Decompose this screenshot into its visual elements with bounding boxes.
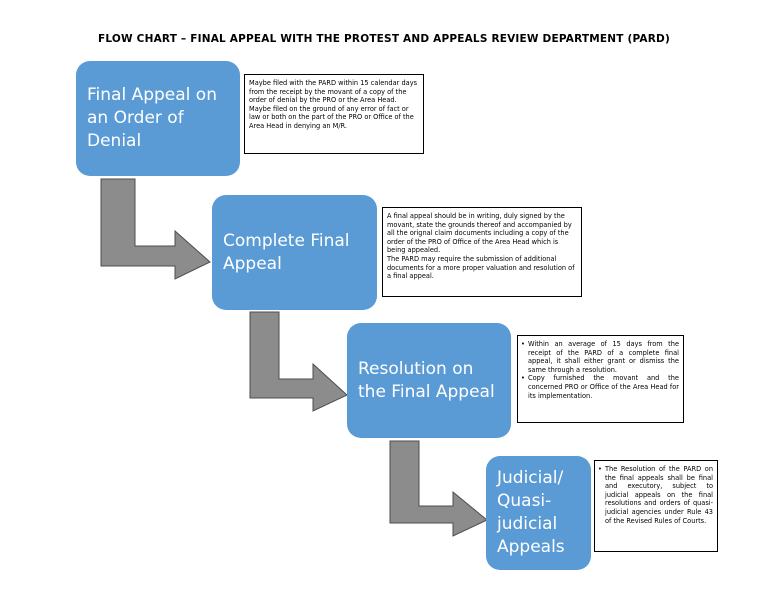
step-label-line: Complete Final	[223, 230, 350, 251]
step-box-judicial-appeals: Judicial/ Quasi- judicial Appeals	[486, 456, 591, 570]
step-label-line: Resolution on	[358, 358, 474, 379]
step-label-line: judicial	[497, 514, 558, 534]
step-label-line: Quasi-	[497, 491, 552, 511]
note-paragraph: The PARD may require the submission of a…	[387, 254, 575, 281]
step-box-resolution: Resolution on the Final Appeal	[347, 323, 511, 438]
step-label-line: the Final Appeal	[358, 381, 495, 402]
note-judicial-appeals: The Resolution of the PARD on the final …	[594, 460, 718, 552]
bent-arrow-3	[389, 440, 488, 537]
step-label-line: Judicial/	[497, 468, 564, 488]
bent-arrow-2	[249, 311, 348, 412]
note-bullet: Copy furnished the movant and the concer…	[521, 374, 679, 400]
step-box-complete-final-appeal: Complete Final Appeal	[212, 195, 377, 310]
bent-arrow-1	[100, 178, 211, 280]
step-box-final-appeal: Final Appeal on an Order of Denial	[76, 61, 240, 176]
note-bullet: Within an average of 15 days from the re…	[521, 340, 679, 374]
step-label-line: Appeal	[223, 253, 282, 274]
page-title: FLOW CHART – FINAL APPEAL WITH THE PROTE…	[98, 33, 670, 45]
note-paragraph: Maybe filed with the PARD within 15 cale…	[249, 79, 418, 105]
note-bullet: The Resolution of the PARD on the final …	[598, 465, 713, 525]
step-label-line: Final Appeal on	[87, 85, 217, 105]
note-complete-final-appeal: A final appeal should be in writing, dul…	[382, 207, 582, 297]
note-final-appeal: Maybe filed with the PARD within 15 cale…	[244, 74, 424, 154]
step-label-line: Denial	[87, 131, 142, 151]
note-resolution: Within an average of 15 days from the re…	[517, 335, 684, 423]
note-paragraph: Maybe filed on the ground of any error o…	[249, 104, 414, 130]
step-label-line: Appeals	[497, 537, 565, 557]
step-label-line: an Order of	[87, 108, 184, 128]
note-paragraph: A final appeal should be in writing, dul…	[387, 212, 572, 255]
